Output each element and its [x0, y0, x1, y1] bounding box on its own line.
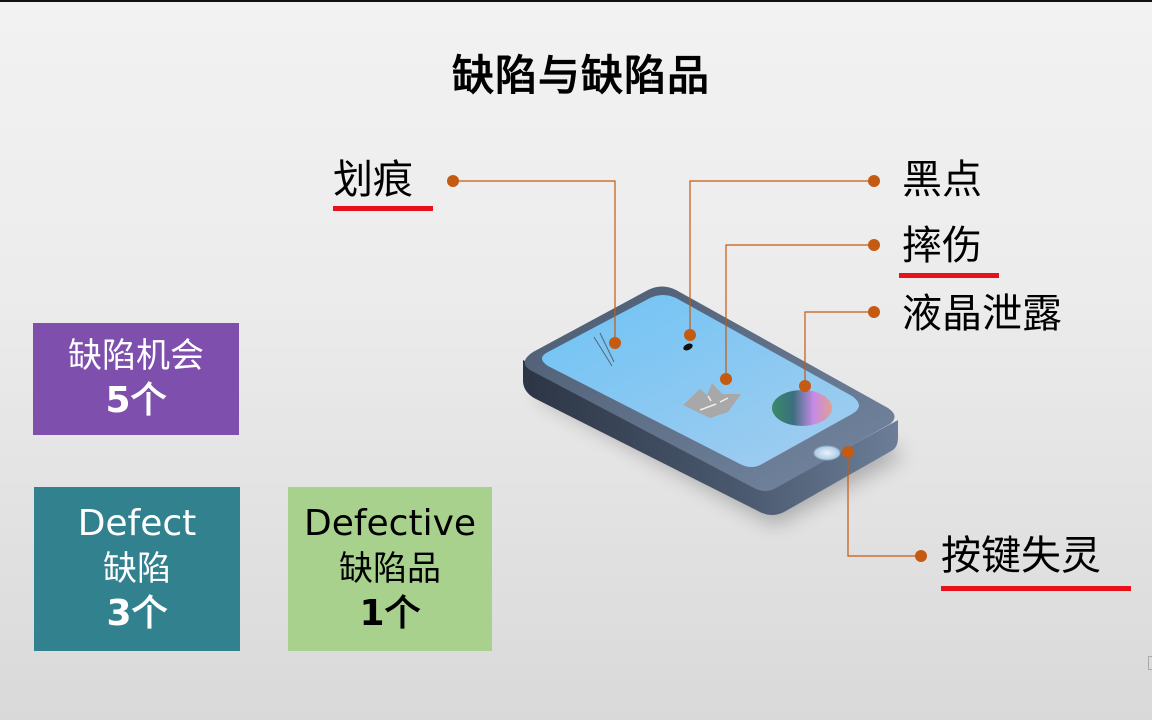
callout-button-failure: 按键失灵: [941, 533, 1101, 579]
scratch-mark: [593, 336, 613, 367]
callout-lcd-leak: 液晶泄露: [902, 291, 1062, 337]
box-count: 1个: [359, 593, 421, 634]
box-count: 5个: [105, 380, 167, 421]
phone-screen: [542, 295, 859, 467]
underline-button-failure: [941, 586, 1131, 591]
callout-scratch: 划痕: [333, 157, 413, 203]
phone-side: [523, 360, 898, 515]
black-spot-mark: [683, 343, 693, 351]
box-label: 缺陷机会: [68, 336, 204, 376]
defect-opportunity-box: 缺陷机会 5个: [33, 323, 239, 435]
lcd-leak-mark: [772, 390, 832, 426]
box-label: 缺陷: [103, 549, 171, 589]
callout-drop-damage: 摔伤: [902, 223, 982, 269]
drop-damage-mark: [683, 383, 741, 418]
callout-dots: [447, 175, 927, 562]
underline-drop-damage: [899, 273, 999, 278]
defect-box: Defect 缺陷 3个: [34, 487, 240, 651]
box-label: 缺陷品: [339, 549, 441, 589]
callout-lines: [453, 180, 921, 557]
box-english-label: Defective: [303, 503, 477, 544]
box-count: 3个: [106, 593, 168, 634]
box-english-label: Defect: [77, 503, 197, 544]
corner-mark: [1148, 656, 1152, 670]
callout-black-spot: 黑点: [902, 157, 982, 203]
underline-scratch: [333, 206, 433, 211]
slide-title: 缺陷与缺陷品: [451, 51, 710, 100]
top-border: [0, 0, 1152, 2]
defective-box: Defective 缺陷品 1个: [288, 487, 492, 651]
home-button: [813, 445, 841, 461]
